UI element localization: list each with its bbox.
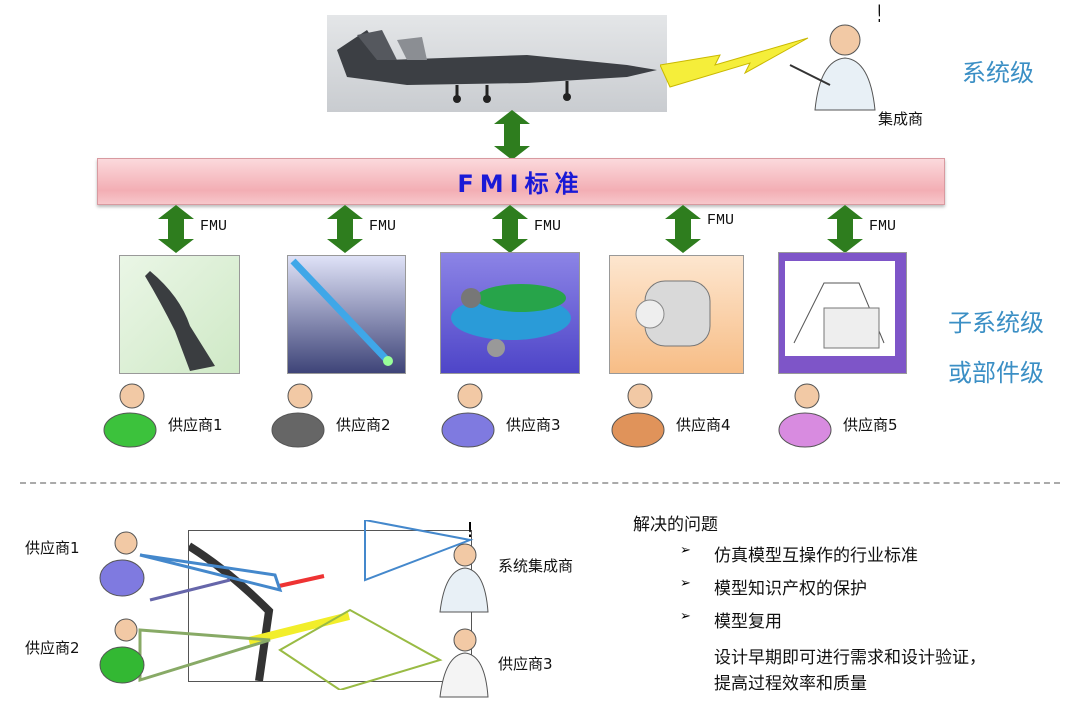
supplier-label-1: 供应商1	[168, 416, 223, 434]
bottom-supplier-label-3: 供应商3	[498, 655, 553, 673]
component-image-1	[119, 255, 240, 374]
fmu-arrow-icon-2	[327, 205, 363, 253]
component-image-4	[609, 255, 744, 374]
supplier-label-2: 供应商2	[336, 416, 391, 434]
fmu-label-1: FMU	[200, 218, 228, 235]
fmu-arrow-icon-1	[158, 205, 194, 253]
connection-lines	[138, 520, 474, 690]
fmu-label-2: FMU	[369, 218, 397, 235]
bottom-integrator-label: 系统集成商	[498, 557, 574, 575]
exclamation-mark: !	[466, 518, 475, 542]
supplier-label-3: 供应商3	[506, 416, 561, 434]
component-level-label: 或部件级	[948, 359, 1044, 387]
problem-item-3: 模型复用	[714, 612, 782, 632]
problem-item-1: 仿真模型互操作的行业标准	[714, 546, 918, 566]
problem-item-2: 模型知识产权的保护	[714, 579, 867, 599]
subsystem-level-label: 子系统级	[948, 309, 1044, 337]
reuse-detail-1: 设计早期即可进行需求和设计验证，	[714, 648, 986, 668]
fmu-label-4: FMU	[707, 212, 735, 229]
supplier-label-5: 供应商5	[843, 416, 898, 434]
bottom-supplier-1-icon	[99, 531, 145, 597]
supplier-3-icon	[441, 383, 495, 448]
fmu-label-3: FMU	[534, 218, 562, 235]
component-image-2	[287, 255, 406, 374]
bullet-icon: ➢	[680, 609, 691, 624]
bottom-supplier-2-icon	[99, 618, 145, 684]
bottom-supplier-label-2: 供应商2	[25, 639, 80, 657]
supplier-4-icon	[611, 383, 665, 448]
jet-icon	[337, 30, 657, 103]
fmi-standard-label: FMI标准	[457, 170, 585, 198]
system-level-label: 系统级	[962, 59, 1034, 87]
bottom-integrator-icon	[439, 543, 489, 613]
component-image-3	[440, 252, 580, 374]
supplier-5-icon	[778, 383, 832, 448]
component-image-5	[778, 252, 907, 374]
bullet-icon: ➢	[680, 543, 691, 558]
svg-text:!: !	[875, 0, 880, 28]
supplier-1-icon	[103, 383, 157, 448]
bullet-icon: ➢	[680, 576, 691, 591]
fmu-label-5: FMU	[869, 218, 897, 235]
fighter-jet-image	[327, 15, 667, 112]
integrator-person-icon: !	[789, 0, 880, 111]
fmu-arrow-icon-4	[665, 205, 701, 253]
fmi-standard-bar: FMI标准	[97, 158, 945, 205]
bottom-supplier-3-icon	[439, 628, 489, 698]
supplier-2-icon	[271, 383, 325, 448]
fmu-arrow-icon-3	[492, 205, 528, 253]
supplier-label-4: 供应商4	[676, 416, 731, 434]
reuse-detail-2: 提高过程效率和质量	[714, 674, 867, 694]
section-divider	[20, 482, 1060, 484]
lightning-bolt-icon	[660, 37, 809, 88]
problems-title: 解决的问题	[633, 515, 718, 535]
bottom-supplier-label-1: 供应商1	[25, 539, 80, 557]
double-arrow-icon	[494, 110, 530, 160]
fmu-arrow-icon-5	[827, 205, 863, 253]
integrator-label: 集成商	[878, 110, 924, 128]
